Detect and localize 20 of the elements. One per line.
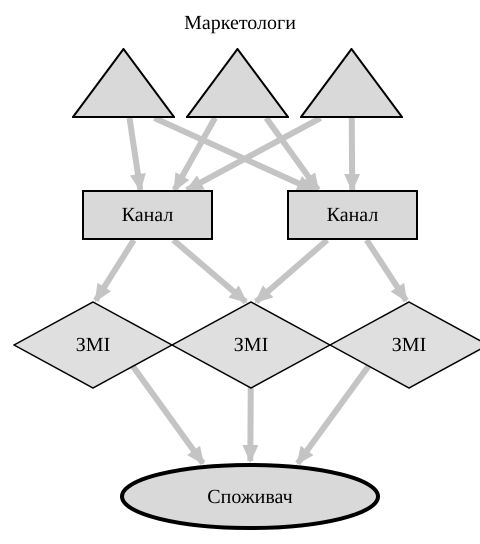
arrow [126,118,146,192]
arrow [242,386,258,463]
node-label: ЗМІ [392,335,426,355]
node-label: ЗМІ [76,335,110,355]
node-label: ЗМІ [234,335,268,355]
arrow [254,238,330,304]
arrow [364,238,409,302]
node-label: Споживач [207,486,293,506]
node-label: Канал [326,205,378,225]
node-label: Канал [122,205,174,225]
arrow [130,364,206,466]
arrow [172,116,218,192]
arrow [344,118,360,192]
arrow [295,363,372,466]
arrow [171,238,248,304]
title: Маркетологи [183,11,297,36]
arrow [264,116,320,192]
process-box [287,190,418,240]
arrow [93,238,136,302]
process-box [82,190,213,240]
